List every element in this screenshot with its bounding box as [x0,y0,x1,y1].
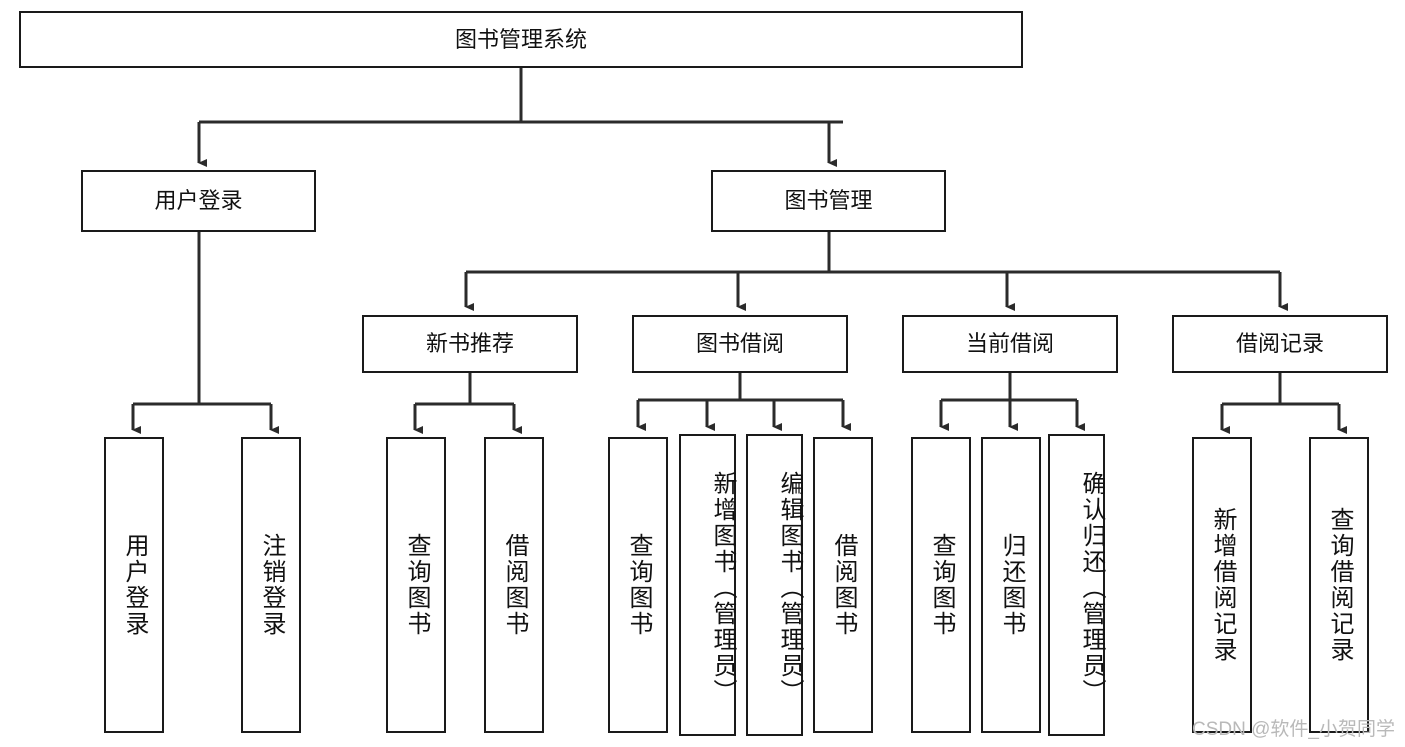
leaf-add-borrow-record[interactable]: 新增借阅记录 [1192,437,1252,733]
node-label: 新增借阅记录 [1209,507,1236,663]
leaf-edit-book-admin[interactable]: 编辑图书（管理员） [746,434,803,736]
node-label: 查询图书 [928,533,955,637]
node-book-management[interactable]: 图书管理 [711,170,946,232]
node-label: 新增图书（管理员） [709,471,736,705]
leaf-query-book-recommend[interactable]: 查询图书 [386,437,446,733]
node-label: 用户登录 [121,533,148,637]
leaf-borrow-book[interactable]: 借阅图书 [813,437,873,733]
csdn-watermark: CSDN @软件_小贺同学 [1192,719,1395,740]
leaf-confirm-return-admin[interactable]: 确认归还（管理员） [1048,434,1105,736]
leaf-add-book-admin[interactable]: 新增图书（管理员） [679,434,736,736]
node-label: 用户登录 [154,188,243,213]
node-label: 查询图书 [403,533,430,637]
node-label: 图书管理系统 [454,26,587,52]
node-label: 确认归还（管理员） [1078,471,1105,705]
leaf-return-book[interactable]: 归还图书 [981,437,1041,733]
leaf-logout[interactable]: 注销登录 [241,437,301,733]
node-label: 查询图书 [625,533,652,637]
node-label: 编辑图书（管理员） [776,471,803,705]
node-label: 借阅图书 [830,533,857,637]
node-label: 借阅图书 [501,533,528,637]
node-label: 新书推荐 [425,331,514,356]
leaf-query-book-borrow[interactable]: 查询图书 [608,437,668,733]
node-label: 归还图书 [998,533,1025,637]
node-label: 借阅记录 [1235,331,1324,356]
node-label: 当前借阅 [965,331,1054,356]
node-user-login[interactable]: 用户登录 [81,170,316,232]
node-label: 注销登录 [258,533,285,637]
node-new-book-recommend[interactable]: 新书推荐 [362,315,578,373]
leaf-user-login[interactable]: 用户登录 [104,437,164,733]
node-current-borrow[interactable]: 当前借阅 [902,315,1118,373]
node-book-borrow[interactable]: 图书借阅 [632,315,848,373]
node-label: 图书管理 [784,188,873,213]
node-label: 查询借阅记录 [1326,507,1353,663]
node-borrow-record[interactable]: 借阅记录 [1172,315,1388,373]
leaf-query-borrow-record[interactable]: 查询借阅记录 [1309,437,1369,733]
leaf-borrow-book-recommend[interactable]: 借阅图书 [484,437,544,733]
node-root-system[interactable]: 图书管理系统 [19,11,1023,68]
leaf-query-book-current[interactable]: 查询图书 [911,437,971,733]
node-label: 图书借阅 [695,331,784,356]
